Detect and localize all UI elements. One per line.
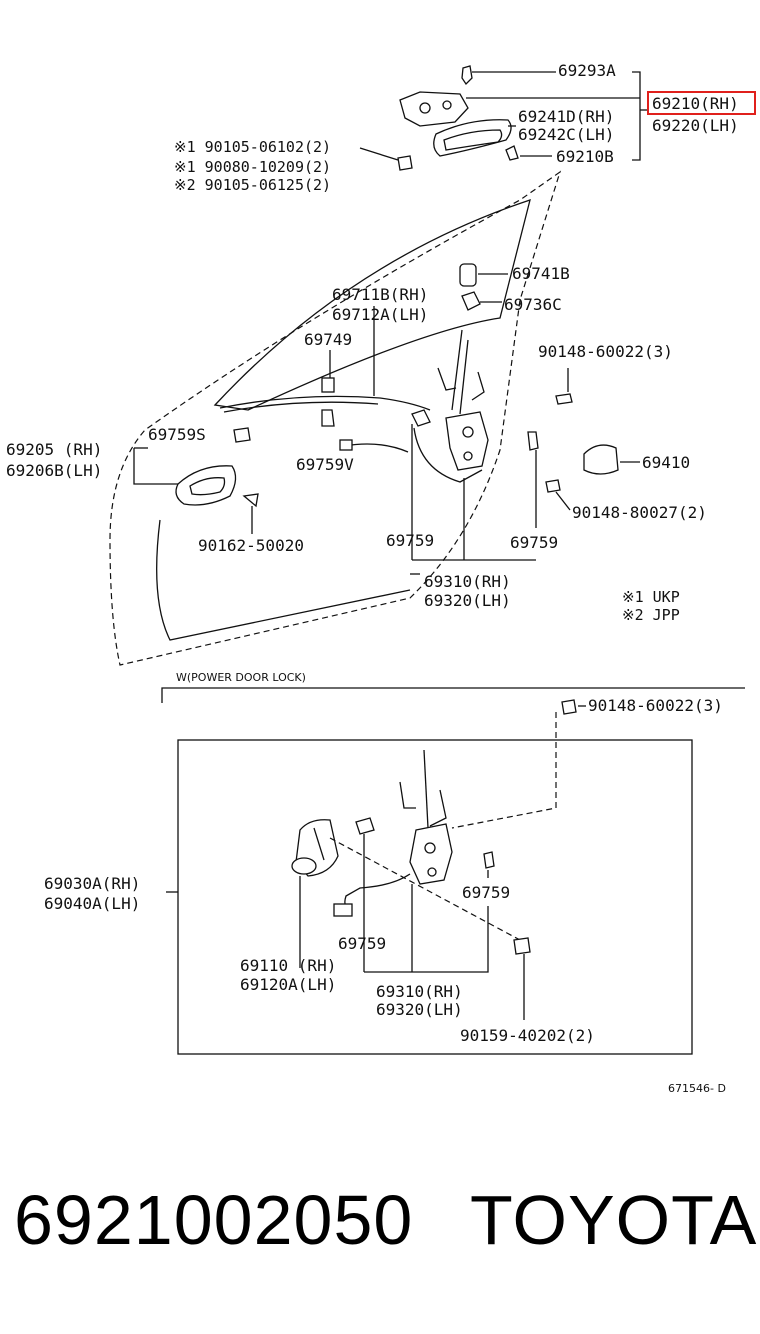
lock-knob-parts (459, 263, 481, 311)
label-69749: 69749 (304, 330, 352, 349)
label-69030A: 69030A(RH) (44, 874, 140, 893)
label-69711B: 69711B(RH) (332, 285, 428, 304)
door-inner-line (156, 519, 411, 641)
label-69242C: 69242C(LH) (518, 125, 614, 144)
label-69310-b: 69310(RH) (376, 982, 463, 1001)
label-90148-60022: 90148-60022(3) (538, 342, 673, 361)
label-69320: 69320(LH) (424, 591, 511, 610)
label-69759-a: 69759 (386, 531, 434, 550)
label-69293A: 69293A (558, 61, 616, 80)
label-69759-d: 69759 (338, 934, 386, 953)
window-frame (213, 199, 531, 411)
part-number: 6921002050 (14, 1181, 414, 1259)
label-69040A: 69040A(LH) (44, 894, 140, 913)
clip-69759S (233, 427, 251, 443)
label-screw-2: ※2 90105-06125(2) (174, 176, 331, 194)
label-69410: 69410 (642, 453, 690, 472)
label-69120A: 69120A(LH) (240, 975, 336, 994)
label-69712A: 69712A(LH) (332, 305, 428, 324)
label-69210B: 69210B (556, 147, 614, 166)
label-90159-40202: 90159-40202(2) (460, 1026, 595, 1045)
label-69759V: 69759V (296, 455, 354, 474)
label-69736C: 69736C (504, 295, 562, 314)
label-69741B: 69741B (512, 264, 570, 283)
label-69210-rh: 69210(RH) (652, 94, 739, 113)
label-69205: 69205 (RH) (6, 440, 102, 459)
label-69110: 69110 (RH) (240, 956, 336, 975)
label-69759S: 69759S (148, 425, 206, 444)
striker-69410 (583, 444, 619, 475)
screw-90162 (242, 493, 259, 508)
label-screw-1b: ※1 90080-10209(2) (174, 158, 331, 176)
power-lock-box (177, 739, 693, 1055)
door-lock-assembly (437, 329, 489, 471)
label-90148-60022-b: 90148-60022(3) (588, 696, 723, 715)
label-screw-1a: ※1 90105-06102(2) (174, 138, 331, 156)
highlight-box (647, 91, 756, 115)
clip-69759V (321, 409, 335, 427)
label-90162-50020: 90162-50020 (198, 536, 304, 555)
label-69759-c: 69759 (462, 883, 510, 902)
brand-name: TOYOTA (470, 1181, 758, 1259)
note-ukp: ※1 UKP (622, 588, 680, 606)
label-90148-80027: 90148-80027(2) (572, 503, 707, 522)
power-lock-assembly (333, 749, 453, 917)
parts-diagram: 69293A 69210(RH) 69220(LH) 69241D(RH) 69… (6, 61, 756, 1095)
door-lock-motor (291, 819, 339, 877)
label-69220-lh: 69220(LH) (652, 116, 739, 135)
note-jpp: ※2 JPP (622, 606, 680, 624)
label-69241D: 69241D(RH) (518, 107, 614, 126)
label-69320-b: 69320(LH) (376, 1000, 463, 1019)
label-69310: 69310(RH) (424, 572, 511, 591)
door-outline (109, 170, 562, 666)
screw-90148-60022 (555, 393, 573, 405)
footer: 6921002050 TOYOTA (0, 1180, 760, 1290)
outside-handle-group (397, 65, 519, 171)
clip-69749 (321, 377, 335, 393)
lock-cable (219, 395, 431, 411)
label-power-door-lock: W(POWER DOOR LOCK) (176, 671, 306, 684)
label-69206B: 69206B(LH) (6, 461, 102, 480)
clip-69759-right (527, 431, 539, 451)
diagram-id: 671546- D (668, 1082, 726, 1095)
label-69759-b: 69759 (510, 533, 558, 552)
